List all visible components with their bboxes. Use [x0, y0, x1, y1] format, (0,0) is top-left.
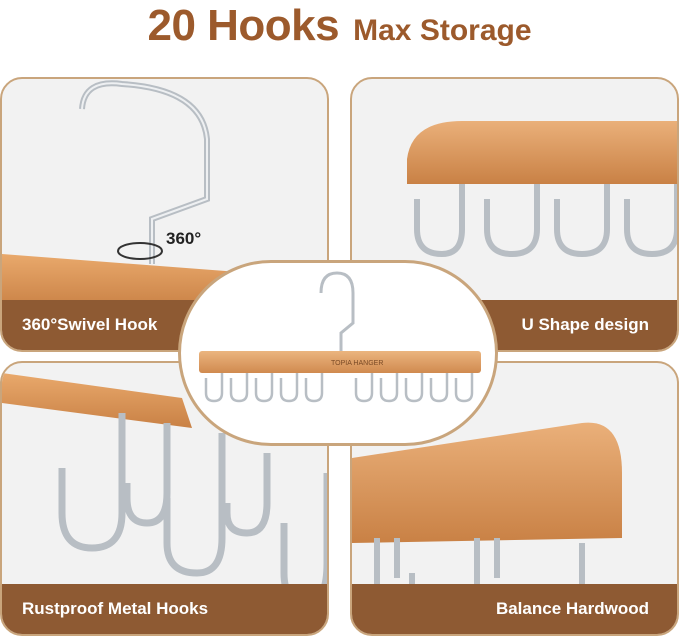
- label-metal-hooks: Rustproof Metal Hooks: [2, 584, 327, 634]
- label-hardwood: Balance Hardwood: [352, 584, 677, 634]
- brand-mark: TOPIA HANGER: [331, 360, 383, 367]
- hardwood-photo: [352, 422, 622, 598]
- rotation-badge: 360°: [166, 229, 202, 248]
- page-title: 20 Hooks Max Storage: [0, 0, 679, 60]
- wooden-bar: [199, 351, 481, 373]
- hanger-illustration: TOPIA HANGER: [199, 271, 481, 403]
- title-sub: Max Storage: [353, 14, 532, 47]
- title-main: 20 Hooks: [147, 1, 340, 50]
- product-center-image: TOPIA HANGER: [178, 260, 498, 446]
- u-shape-photo: [407, 121, 677, 258]
